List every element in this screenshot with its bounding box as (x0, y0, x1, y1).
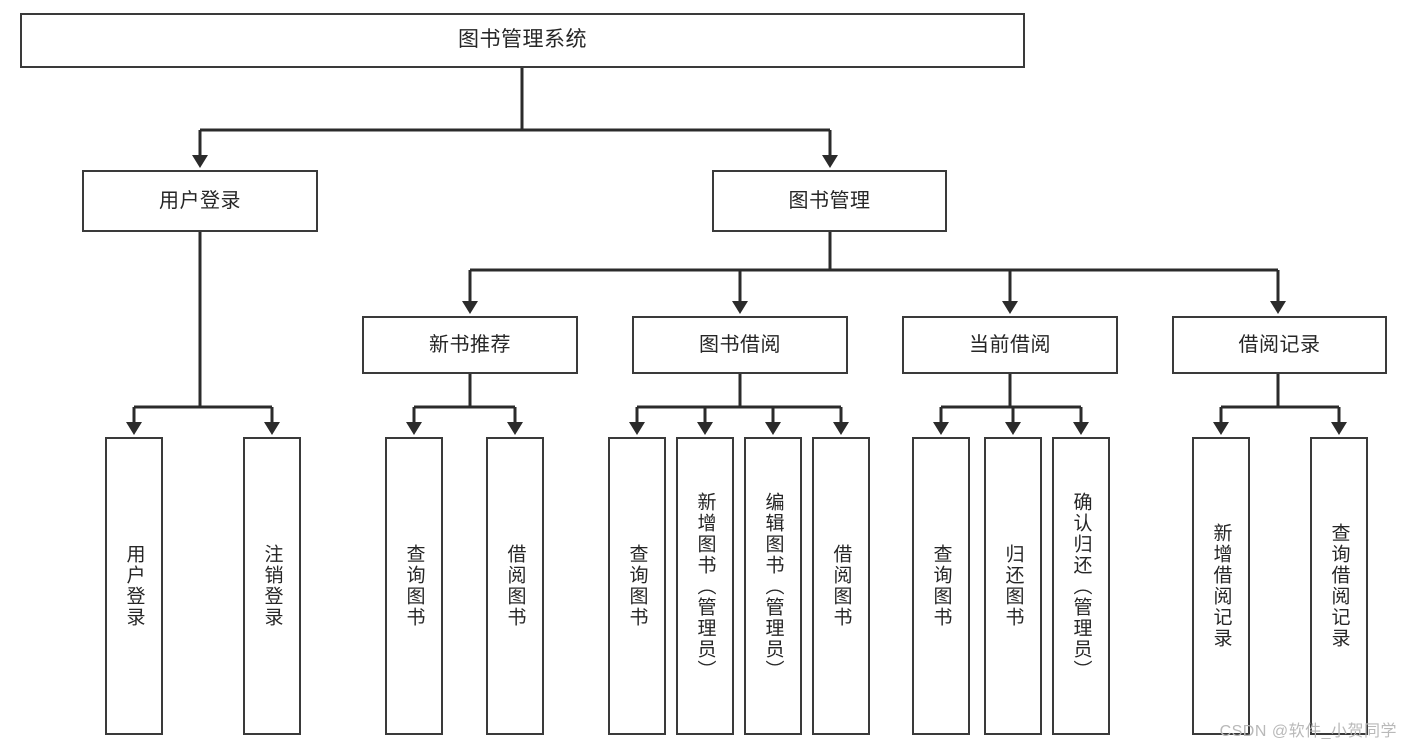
node-leaf-13[interactable]: 查询借阅记录 (1310, 437, 1368, 735)
node-borrow[interactable]: 图书借阅 (632, 316, 848, 374)
arrow-login-head (192, 155, 208, 168)
arrow-records-head (1270, 301, 1286, 314)
node-leaf-11[interactable]: 确认归还（管理员） (1052, 437, 1110, 735)
node-label: 当前借阅 (969, 333, 1051, 356)
node-label: 查询图书 (626, 544, 648, 628)
node-leaf-2[interactable]: 注销登录 (243, 437, 301, 735)
arrow-leaf-7-head (765, 422, 781, 435)
arrow-leaf-13-head (1331, 422, 1347, 435)
arrow-leaf-11-head (1073, 422, 1089, 435)
node-leaf-6[interactable]: 新增图书（管理员） (676, 437, 734, 735)
node-label: 借阅图书 (830, 544, 852, 628)
node-leaf-3[interactable]: 查询图书 (385, 437, 443, 735)
node-label: 注销登录 (261, 544, 283, 628)
node-leaf-5[interactable]: 查询图书 (608, 437, 666, 735)
arrow-current-head (1002, 301, 1018, 314)
node-label: 借阅记录 (1238, 333, 1321, 356)
arrow-leaf-3-head (406, 422, 422, 435)
node-label: 用户登录 (159, 189, 241, 212)
arrow-leaf-9-head (933, 422, 949, 435)
node-current[interactable]: 当前借阅 (902, 316, 1118, 374)
node-leaf-9[interactable]: 查询图书 (912, 437, 970, 735)
arrow-newbook-head (462, 301, 478, 314)
node-records[interactable]: 借阅记录 (1172, 316, 1387, 374)
node-leaf-8[interactable]: 借阅图书 (812, 437, 870, 735)
node-label: 查询图书 (930, 544, 952, 628)
arrow-borrow-head (732, 301, 748, 314)
arrow-leaf-12-head (1213, 422, 1229, 435)
arrow-leaf-5-head (629, 422, 645, 435)
node-label: 图书管理 (788, 189, 871, 212)
arrow-leaf-6-head (697, 422, 713, 435)
node-leaf-12[interactable]: 新增借阅记录 (1192, 437, 1250, 735)
node-bookmgmt[interactable]: 图书管理 (712, 170, 947, 232)
node-label: 图书借阅 (699, 333, 781, 356)
node-label: 查询图书 (403, 544, 425, 628)
arrow-leaf-1-head (126, 422, 142, 435)
node-leaf-4[interactable]: 借阅图书 (486, 437, 544, 735)
node-newbook[interactable]: 新书推荐 (362, 316, 578, 374)
arrow-leaf-10-head (1005, 422, 1021, 435)
node-label: 用户登录 (123, 544, 145, 628)
node-label: 新增图书（管理员） (694, 491, 716, 681)
node-label: 借阅图书 (504, 544, 526, 628)
arrow-leaf-2-head (264, 422, 280, 435)
arrow-bookmgmt-head (822, 155, 838, 168)
node-login[interactable]: 用户登录 (82, 170, 318, 232)
node-label: 确认归还（管理员） (1070, 491, 1092, 681)
node-label: 新增借阅记录 (1210, 523, 1232, 649)
arrow-leaf-8-head (833, 422, 849, 435)
node-label: 新书推荐 (429, 333, 511, 356)
connector-lines (132, 68, 1341, 422)
node-leaf-7[interactable]: 编辑图书（管理员） (744, 437, 802, 735)
node-label: 图书管理系统 (458, 28, 587, 52)
node-label: 归还图书 (1002, 544, 1024, 628)
node-label: 查询借阅记录 (1328, 523, 1350, 649)
connector-arrowheads (126, 155, 1347, 435)
node-leaf-10[interactable]: 归还图书 (984, 437, 1042, 735)
node-label: 编辑图书（管理员） (762, 491, 784, 681)
node-root[interactable]: 图书管理系统 (20, 13, 1025, 68)
arrow-leaf-4-head (507, 422, 523, 435)
node-leaf-1[interactable]: 用户登录 (105, 437, 163, 735)
